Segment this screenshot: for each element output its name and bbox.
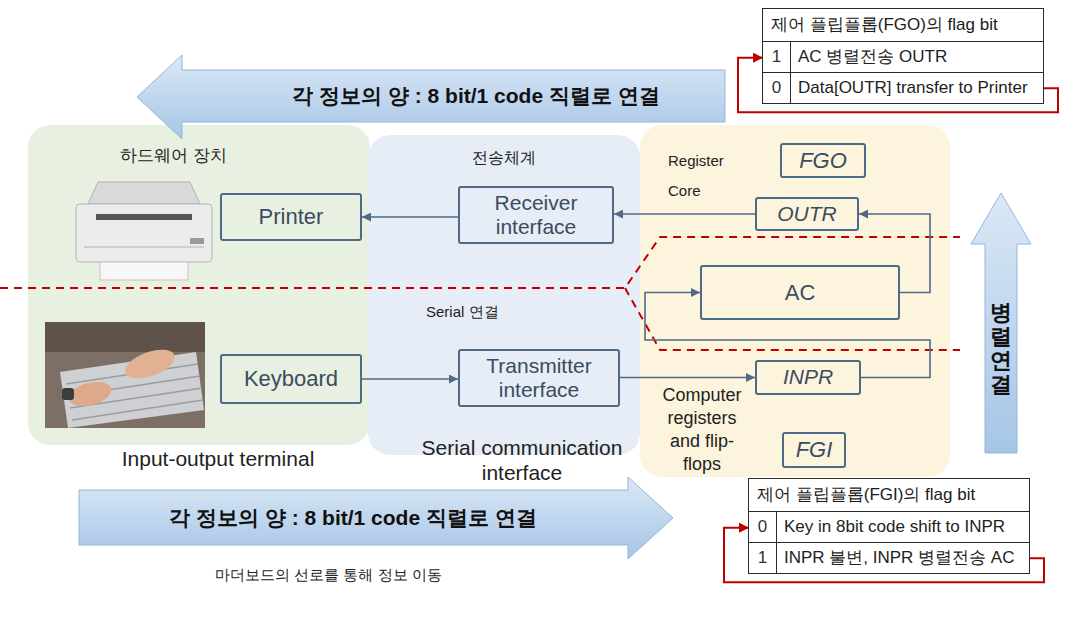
panel-text-holder: 전송체계 bbox=[454, 148, 554, 168]
footnote: 마더보드의 선로를 통해 정보 이동 bbox=[215, 566, 535, 585]
flag-row: 0Key in 8bit code shift to INPR bbox=[749, 512, 1029, 543]
arrow-label: 각 정보의 양 : 8 bit/1 code 직렬로 연결 bbox=[169, 504, 537, 532]
device-box: Keyboard bbox=[220, 354, 362, 404]
table-header: 제어 플립플롭(FGO)의 flag bit bbox=[763, 9, 1043, 42]
box-label: FGO bbox=[788, 148, 858, 173]
panel-heading: 하드웨어 장치 bbox=[120, 145, 280, 166]
panel-text-holder: Serial 연결 bbox=[426, 303, 536, 322]
flag-table: 제어 플립플롭(FGI)의 flag bit0Key in 8bit code … bbox=[748, 478, 1030, 574]
table-cell: Key in 8bit code shift to INPR bbox=[777, 512, 1029, 542]
panel-heading: 전송체계 bbox=[454, 148, 554, 168]
box-label: Printer bbox=[228, 204, 354, 229]
box-label: Receiver interface bbox=[466, 191, 606, 239]
interface-panel: 전송체계Serial 연결Serial communication interf… bbox=[368, 135, 640, 455]
note-holder: 마더보드의 선로를 통해 정보 이동 bbox=[215, 566, 535, 585]
block-arrow bbox=[79, 477, 673, 559]
panel-text-holder: Input-output terminal bbox=[68, 446, 368, 472]
serial-arrow: 각 정보의 양 : 8 bit/1 code 직렬로 연결 bbox=[78, 476, 674, 560]
panel-text-holder: 하드웨어 장치 bbox=[120, 145, 280, 166]
table-cell: Data[OUTR] transfer to Printer bbox=[791, 73, 1043, 103]
flipflop-box: FGO bbox=[780, 143, 866, 178]
table-cell: 0 bbox=[749, 512, 777, 542]
table-cell: 0 bbox=[763, 73, 791, 103]
panel-heading: Input-output terminal bbox=[68, 446, 368, 472]
panel-heading: Register Core bbox=[668, 146, 748, 206]
arrow-text-holder: 각 정보의 양 : 8 bit/1 code 직렬로 연결 bbox=[88, 490, 618, 545]
data-flow-arrow bbox=[362, 216, 458, 218]
arrow-label: 각 정보의 양 : 8 bit/1 code 직렬로 연결 bbox=[292, 82, 660, 110]
register-panel: Register CoreComputer registers and flip… bbox=[640, 125, 950, 477]
table-cell: 1 bbox=[749, 543, 777, 573]
box-label: OUTR bbox=[763, 202, 851, 226]
panel-heading: Computer registers and flip-flops bbox=[652, 384, 752, 476]
interface-box: Receiver interface bbox=[458, 186, 614, 244]
serial-arrow: 각 정보의 양 : 8 bit/1 code 직렬로 연결 bbox=[136, 54, 726, 140]
box-label: AC bbox=[708, 280, 892, 305]
keyboard-photo bbox=[45, 322, 205, 428]
flipflop-box: FGI bbox=[782, 432, 846, 468]
data-flow-arrow bbox=[620, 377, 755, 379]
table-cell: INPR 불변, INPR 병렬전송 AC bbox=[777, 543, 1029, 573]
box-label: INPR bbox=[763, 365, 853, 389]
panel-text-holder: Register Core bbox=[668, 146, 748, 206]
table-header: 제어 플립플롭(FGI)의 flag bit bbox=[749, 479, 1029, 512]
arrow-text-holder: 각 정보의 양 : 8 bit/1 code 직렬로 연결 bbox=[236, 70, 716, 122]
data-flow-arrow bbox=[614, 213, 755, 215]
panel-heading: Serial 연결 bbox=[426, 303, 536, 322]
data-flow-arrow bbox=[362, 378, 458, 380]
box-label: FGI bbox=[790, 437, 838, 462]
device-box: Printer bbox=[220, 193, 362, 241]
flag-row: 1AC 병렬전송 OUTR bbox=[763, 42, 1043, 73]
panel-text-holder: Serial communication interface bbox=[392, 435, 652, 485]
register-box: OUTR bbox=[755, 197, 859, 231]
table-cell: 1 bbox=[763, 42, 791, 72]
box-label: Transmitter interface bbox=[466, 354, 612, 402]
panel-heading: Serial communication interface bbox=[392, 435, 652, 485]
arrow-text-holder: 병렬연결 bbox=[985, 254, 1017, 444]
box-label: Keyboard bbox=[228, 366, 354, 391]
panel-text-holder: Computer registers and flip-flops bbox=[652, 384, 752, 476]
arrow-label: 병렬연결 bbox=[990, 301, 1012, 398]
flag-row: 1INPR 불변, INPR 병렬전송 AC bbox=[749, 543, 1029, 573]
register-box: INPR bbox=[755, 360, 861, 395]
flag-table: 제어 플립플롭(FGO)의 flag bit1AC 병렬전송 OUTR0Data… bbox=[762, 8, 1044, 104]
flag-row: 0Data[OUTR] transfer to Printer bbox=[763, 73, 1043, 103]
register-box: AC bbox=[700, 265, 900, 320]
table-cell: AC 병렬전송 OUTR bbox=[791, 42, 1043, 72]
interface-box: Transmitter interface bbox=[458, 349, 620, 407]
block-arrow bbox=[971, 193, 1031, 453]
parallel-arrow: 병렬연결 bbox=[970, 192, 1032, 454]
